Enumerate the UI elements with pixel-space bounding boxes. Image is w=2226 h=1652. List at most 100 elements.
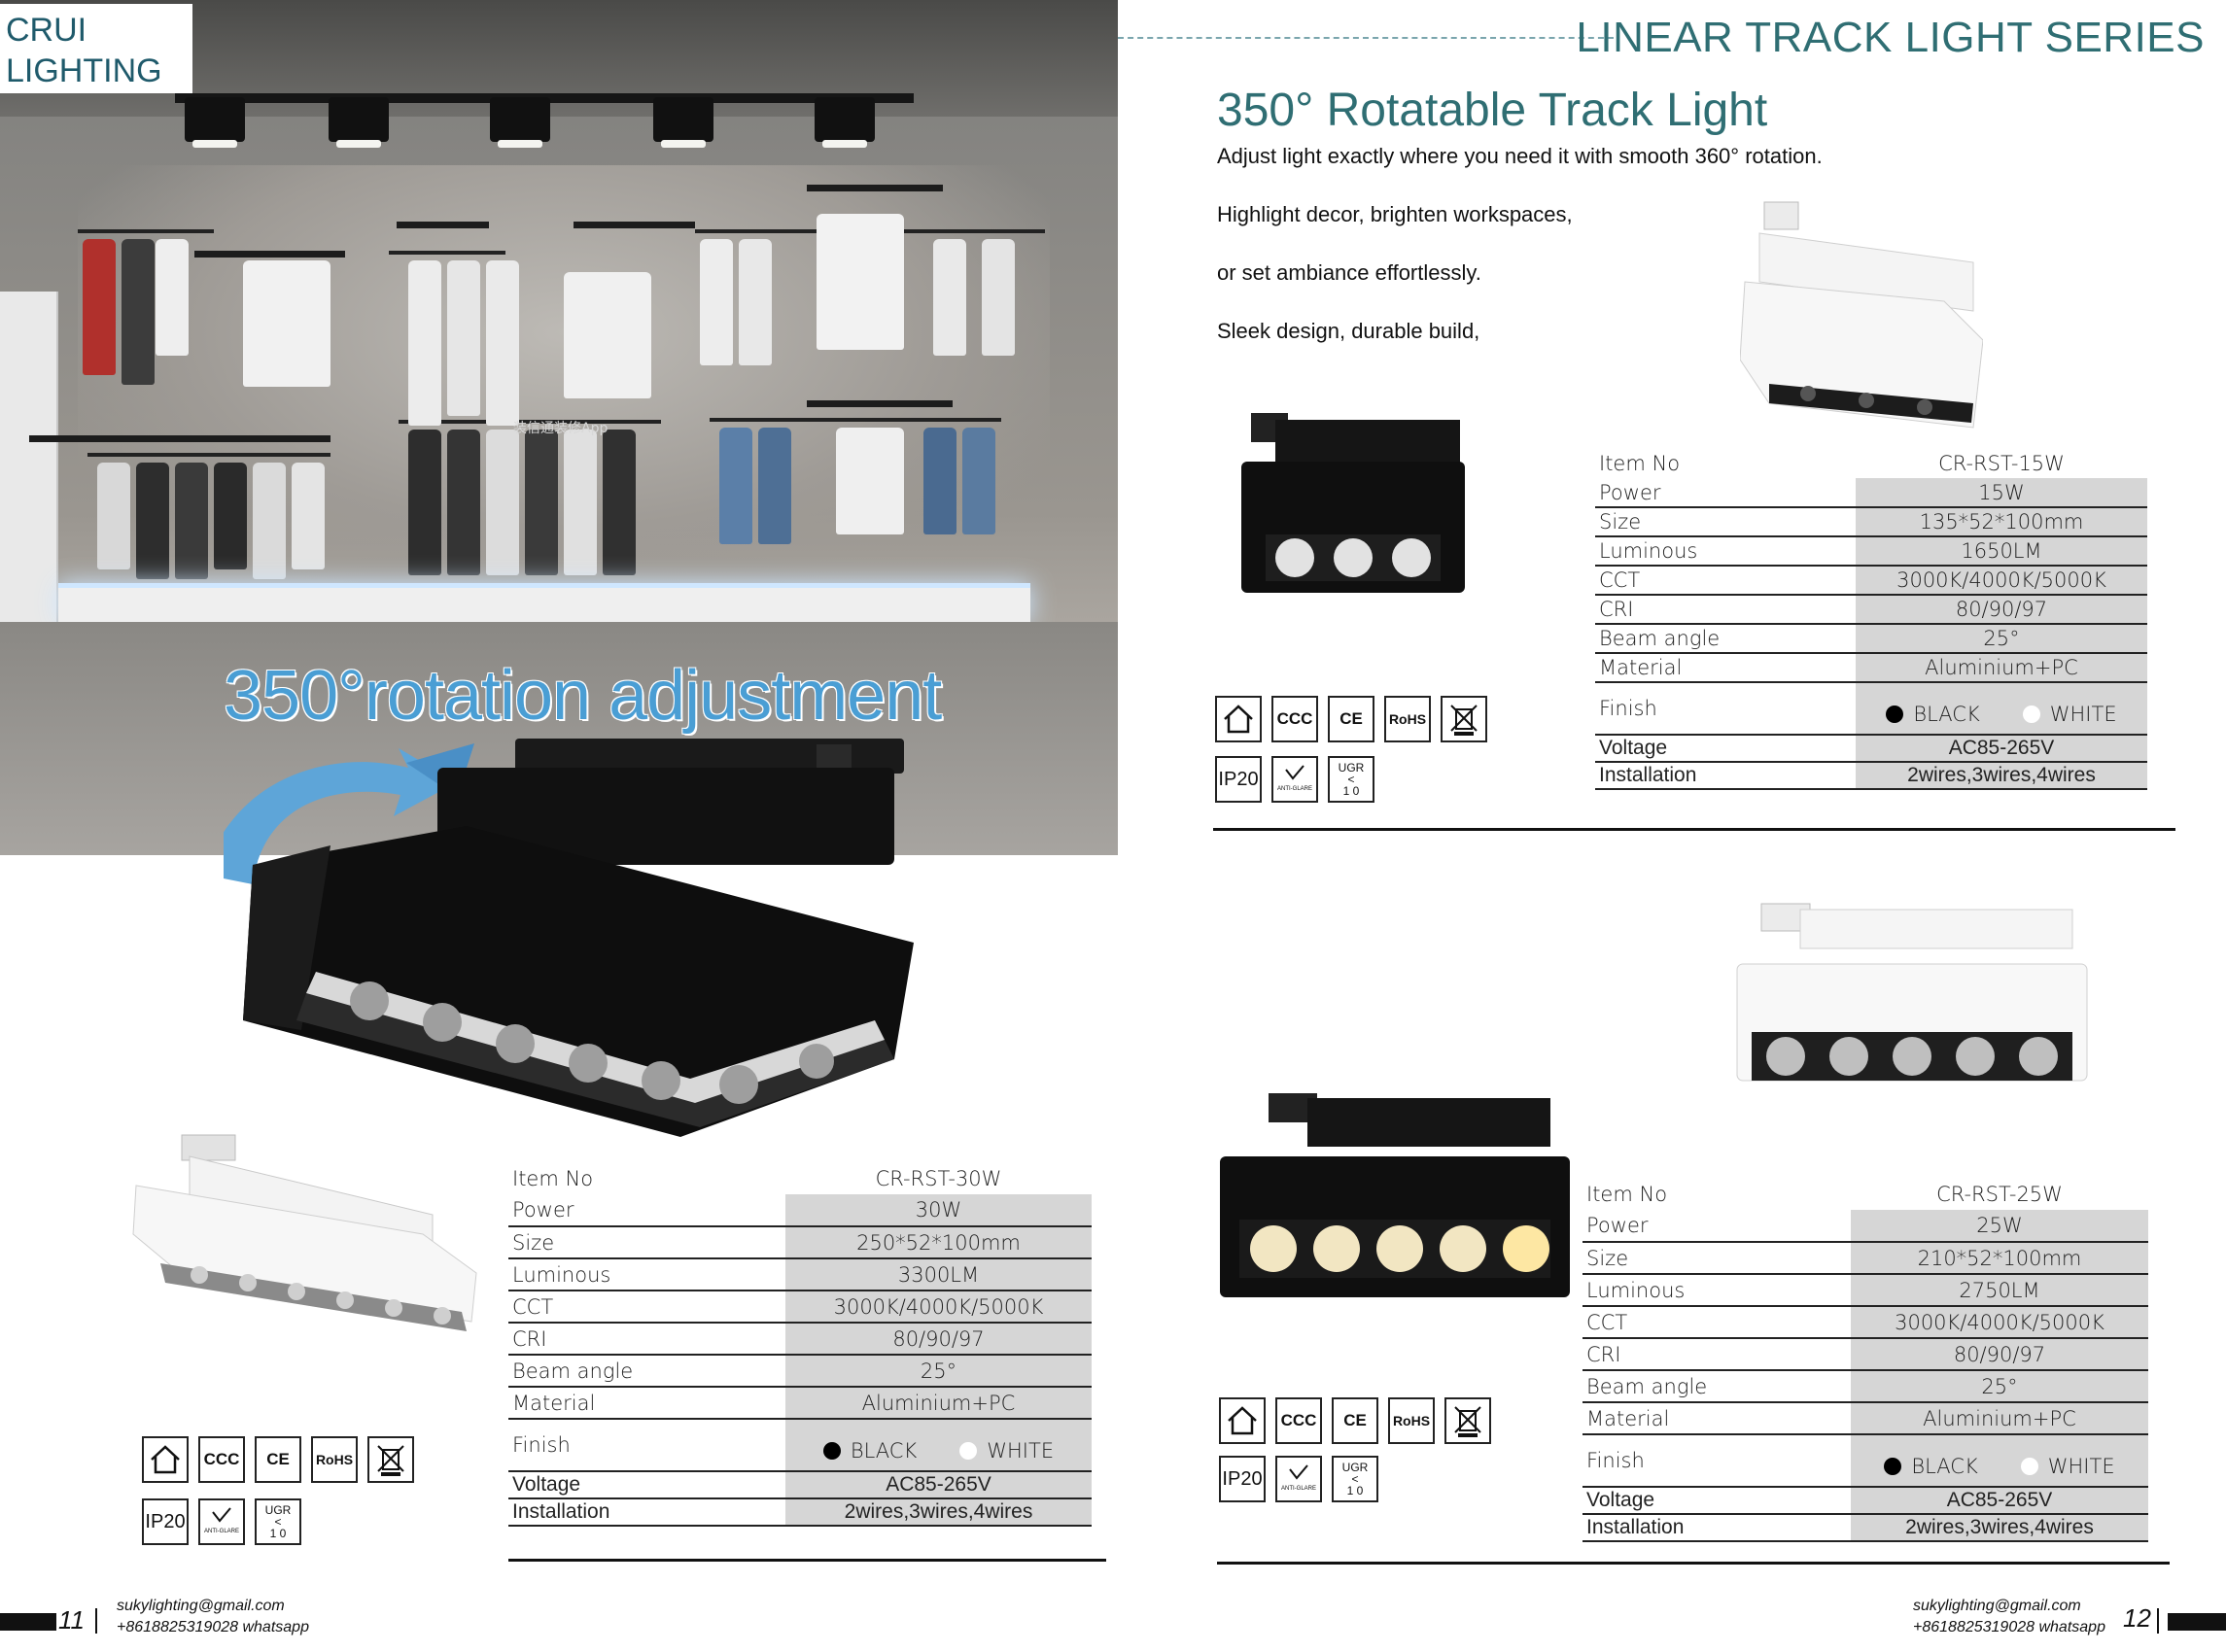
certification-icons-row2: IP20 ANTI-GLARE UGR<1 0 (1215, 756, 1374, 803)
spec-value: Aluminium+PC (1856, 653, 2147, 683)
spec-key: Luminous (1595, 536, 1856, 567)
contact-email: sukylighting@gmail.com (117, 1598, 285, 1614)
spec-value: 2wires,3wires,4wires (1851, 1514, 2148, 1542)
garment (525, 430, 558, 575)
garment (408, 430, 441, 575)
brand-line-1: CRUI (6, 12, 87, 49)
wall-shelf (574, 222, 695, 228)
spec-key: Beam angle (1583, 1370, 1851, 1403)
ceiling-spotlight (490, 97, 550, 148)
page-bar (2168, 1613, 2226, 1631)
lens (191, 1266, 208, 1284)
spec-key: Voltage (1595, 735, 1856, 763)
certification-icons: CCC CE RoHS (1215, 696, 1487, 742)
bracket (1799, 909, 2073, 949)
garment (292, 463, 325, 569)
spec-value: 135*52*100mm (1856, 507, 2147, 537)
spec-key: Material (1583, 1402, 1851, 1435)
lens (288, 1283, 305, 1300)
track-light-15w-black-image (1241, 413, 1465, 593)
lens (423, 1003, 462, 1042)
spec-key: CRI (1583, 1338, 1851, 1371)
finish-white: WHITE (987, 1439, 1055, 1463)
spec-key: Size (508, 1226, 785, 1259)
garment (156, 239, 189, 356)
clothes-rail (710, 418, 1001, 422)
black-swatch (1884, 1458, 1902, 1475)
page-number-right: 12 (2123, 1603, 2151, 1633)
contact-phone: +8618825319028 whatsapp (117, 1619, 309, 1635)
lens (569, 1044, 608, 1083)
indoor-use-icon (1215, 696, 1262, 742)
spec-key: Size (1583, 1242, 1851, 1275)
garment (447, 430, 480, 575)
lens (350, 981, 389, 1020)
lens (1334, 538, 1373, 577)
spec-key: Voltage (508, 1471, 785, 1499)
black-swatch (822, 1442, 841, 1460)
garment (564, 272, 651, 398)
lens (239, 1274, 257, 1291)
garment (447, 260, 480, 416)
garment (836, 428, 904, 534)
contact-phone: +8618825319028 whatsapp (1913, 1619, 2105, 1635)
garment (719, 428, 752, 544)
body-endcap (243, 845, 330, 1030)
spec-value: 25W (1851, 1210, 2148, 1243)
white-swatch (2020, 1458, 2038, 1475)
garment (739, 239, 772, 365)
brand-line-2: LIGHTING (6, 52, 162, 89)
spec-value: AC85-265V (785, 1471, 1092, 1499)
lens (1250, 1225, 1297, 1272)
spec-key: Installation (1583, 1514, 1851, 1542)
spec-key: CCT (1583, 1306, 1851, 1339)
garment (603, 430, 636, 575)
ce-icon: CE (1328, 696, 1374, 742)
spec-value: 25° (785, 1355, 1092, 1388)
garment (564, 430, 597, 575)
brand-logo: CRUI LIGHTING (0, 4, 192, 93)
garment (122, 239, 155, 385)
spec-value: AC85-265V (1856, 735, 2147, 763)
lens (1893, 1037, 1931, 1076)
wall-shelf (29, 435, 330, 442)
spec-key: Finish (1595, 682, 1856, 736)
description-line: Highlight decor, brighten workspaces, (1217, 202, 1573, 226)
clothes-rail (87, 453, 330, 457)
lens (1956, 1037, 1995, 1076)
description-line: Adjust light exactly where you need it w… (1217, 144, 1823, 168)
bracket (1758, 232, 1974, 312)
garment (408, 260, 441, 426)
ce-icon: CE (1332, 1397, 1378, 1444)
spec-value: 2wires,3wires,4wires (785, 1498, 1092, 1527)
spec-value: 80/90/97 (1851, 1338, 2148, 1371)
garment (486, 260, 519, 426)
description-line: or set ambiance effortlessly. (1217, 260, 1481, 285)
weee-bin-icon (1444, 1397, 1491, 1444)
lens (1859, 393, 1874, 408)
track-adapter (515, 739, 904, 774)
garment (136, 463, 169, 579)
description-line: Sleek design, durable build, (1217, 319, 1480, 343)
adapter (181, 1134, 236, 1161)
anti-glare-icon: ANTI-GLARE (198, 1498, 245, 1545)
lens (336, 1291, 354, 1309)
